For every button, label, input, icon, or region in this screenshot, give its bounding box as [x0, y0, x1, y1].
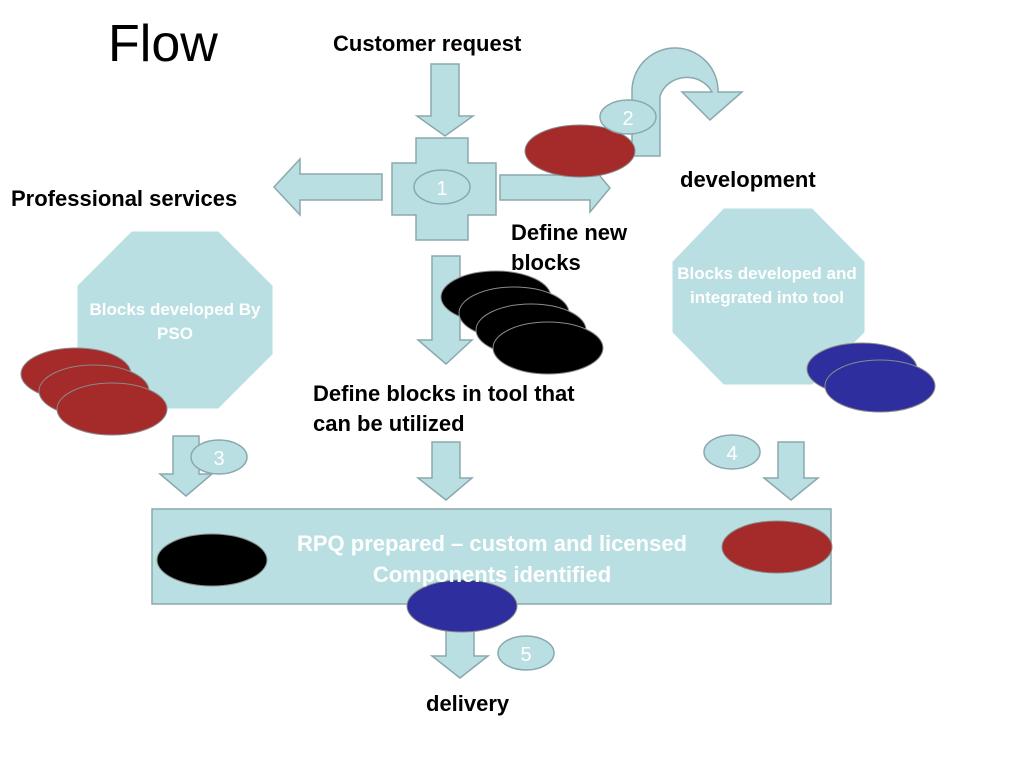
red-block-ellipse: [56, 382, 168, 436]
label-define-new-blocks: Define new blocks: [511, 220, 628, 275]
label-delivery: delivery: [426, 691, 510, 716]
dev-octagon-label: Blocks developed and integrated into too…: [677, 264, 857, 307]
arrow-down-customer: [414, 63, 476, 137]
red-block-ellipse: [524, 124, 636, 178]
step-circle-2: [599, 99, 657, 135]
uturn-arrow: [631, 47, 744, 157]
step-number-4: 4: [726, 443, 737, 465]
arrow-down-right: [761, 441, 821, 501]
rpq-box-label: RPQ prepared – custom and licensed Compo…: [296, 531, 687, 587]
page-title: Flow: [108, 15, 218, 73]
step-circle-5: [497, 635, 555, 671]
label-development: development: [680, 167, 816, 192]
step-circle-3: [190, 439, 248, 475]
label-professional-services: Professional services: [11, 186, 238, 211]
blue-block-ellipse: [824, 359, 936, 413]
step-number-2: 2: [622, 108, 633, 130]
black-block-ellipse: [492, 321, 604, 375]
dev-octagon: [672, 208, 865, 385]
step-number-3: 3: [213, 448, 224, 470]
pso-octagon-label: Blocks developed By PSO: [89, 300, 261, 343]
step-circle-1: [413, 169, 471, 205]
arrow-down-middle: [415, 441, 475, 501]
red-block-ellipse: [721, 520, 833, 574]
blue-block-ellipse: [406, 579, 518, 633]
step-circle-4: [703, 434, 761, 470]
black-block-ellipse: [156, 533, 268, 587]
label-define-blocks-tool: Define blocks in tool that can be utiliz…: [313, 381, 575, 436]
arrow-left-pso: [272, 157, 383, 217]
step-number-5: 5: [520, 644, 531, 666]
label-customer-request: Customer request: [333, 31, 522, 56]
step-number-1: 1: [436, 178, 447, 200]
